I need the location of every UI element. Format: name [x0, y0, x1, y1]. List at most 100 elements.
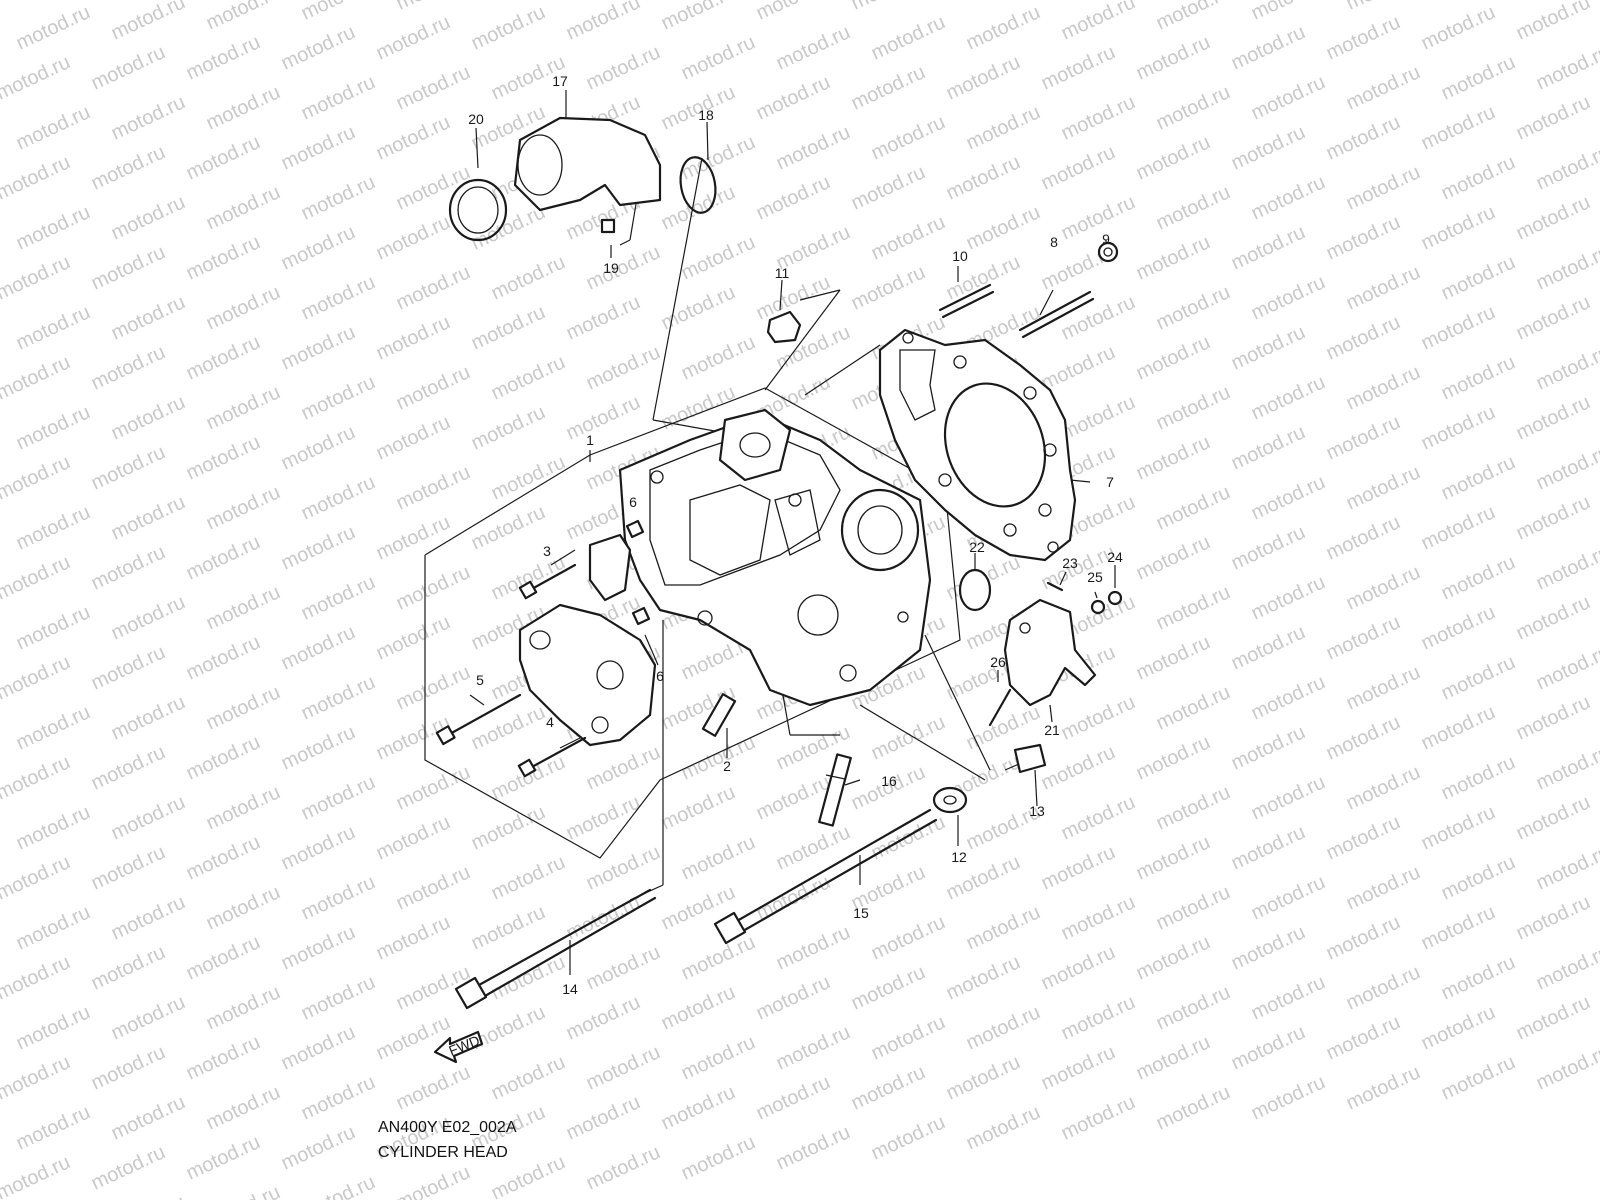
watermark-text: motod.ru [88, 841, 169, 894]
watermark-text: motod.ru [1038, 941, 1119, 994]
watermark-text: motod.ru [88, 1041, 169, 1094]
callout-12: 12 [951, 849, 967, 865]
watermark-text: motod.ru [1343, 161, 1424, 214]
callout-17: 17 [552, 73, 568, 89]
watermark-text: motod.ru [1343, 861, 1424, 914]
watermark-text: motod.ru [373, 111, 454, 164]
watermark-text: motod.ru [773, 1121, 854, 1174]
washer-parts [932, 743, 1047, 814]
watermark-text: motod.ru [1513, 891, 1594, 944]
watermark-text: motod.ru [203, 581, 284, 634]
watermark-text: motod.ru [1248, 0, 1329, 25]
watermark-text: motod.ru [108, 191, 189, 244]
watermark-text: motod.ru [183, 731, 264, 784]
watermark-text: motod.ru [1343, 561, 1424, 614]
watermark-text: motod.ru [1438, 151, 1519, 204]
watermark-text: motod.ru [1418, 901, 1499, 954]
watermark-text: motod.ru [13, 701, 94, 754]
watermark-text: motod.ru [183, 531, 264, 584]
callout-3: 3 [543, 543, 551, 559]
watermark-text: motod.ru [868, 1011, 949, 1064]
watermark-text: motod.ru [373, 811, 454, 864]
watermark-text: motod.ru [1533, 941, 1600, 994]
watermark-text: motod.ru [963, 101, 1044, 154]
watermark-text: motod.ru [88, 541, 169, 594]
watermark-text: motod.ru [298, 371, 379, 424]
watermark-text: motod.ru [183, 831, 264, 884]
watermark-text: motod.ru [1153, 0, 1234, 35]
watermark-text: motod.ru [488, 251, 569, 304]
watermark-text: motod.ru [1248, 471, 1329, 524]
watermark-text: motod.ru [1058, 0, 1139, 45]
callout-26: 26 [990, 654, 1006, 670]
watermark-text: motod.ru [1513, 491, 1594, 544]
watermark-text: motod.ru [1153, 381, 1234, 434]
watermark-text: motod.ru [203, 0, 284, 35]
watermark-text: motod.ru [1343, 361, 1424, 414]
watermark-text: motod.ru [393, 261, 474, 314]
watermark-text: motod.ru [848, 61, 929, 114]
watermark-text: motod.ru [1323, 911, 1404, 964]
watermark-text: motod.ru [373, 911, 454, 964]
watermark-text: motod.ru [203, 281, 284, 334]
watermark-text: motod.ru [1533, 141, 1600, 194]
watermark-text: motod.ru [0, 0, 74, 5]
watermark-text: motod.ru [468, 401, 549, 454]
watermark-text: motod.ru [373, 411, 454, 464]
watermark-text: motod.ru [1058, 891, 1139, 944]
watermark-text: motod.ru [108, 991, 189, 1044]
watermark-text: motod.ru [393, 461, 474, 514]
callout-14: 14 [562, 981, 578, 997]
watermark-text: motod.ru [1133, 931, 1214, 984]
watermark-text: motod.ru [298, 171, 379, 224]
watermark-text: motod.ru [583, 1041, 664, 1094]
intake-pipe-part [448, 116, 717, 242]
watermark-text: motod.ru [753, 871, 834, 924]
cylinder-head-part [618, 408, 932, 707]
watermark-text: motod.ru [583, 241, 664, 294]
watermark-text: motod.ru [1343, 0, 1424, 15]
watermark-text: motod.ru [488, 1051, 569, 1104]
watermark-text: motod.ru [278, 921, 359, 974]
callout-9: 9 [1102, 231, 1110, 247]
watermark-text: motod.ru [393, 561, 474, 614]
watermark-text: motod.ru [1133, 731, 1214, 784]
watermark-text: motod.ru [868, 11, 949, 64]
watermark-text: motod.ru [563, 291, 644, 344]
watermark-text: motod.ru [203, 481, 284, 534]
watermark-text: motod.ru [278, 521, 359, 574]
watermark-text: motod.ru [678, 831, 759, 884]
watermark-text: motod.ru [1248, 371, 1329, 424]
watermark-text: motod.ru [278, 421, 359, 474]
watermark-text: motod.ru [1153, 581, 1234, 634]
watermark-text: motod.ru [183, 331, 264, 384]
watermark-text: motod.ru [658, 181, 739, 234]
watermark-text: motod.ru [1438, 451, 1519, 504]
watermark-text: motod.ru [943, 1051, 1024, 1104]
watermark-text: motod.ru [1533, 541, 1600, 594]
watermark-text: motod.ru [1153, 881, 1234, 934]
watermark-text: motod.ru [1228, 321, 1309, 374]
watermark-text: motod.ru [373, 11, 454, 64]
watermark-text: motod.ru [298, 271, 379, 324]
watermark-text: motod.ru [1133, 531, 1214, 584]
watermark-text: motod.ru [963, 1101, 1044, 1154]
watermark-text: motod.ru [108, 891, 189, 944]
watermark-text: motod.ru [1153, 481, 1234, 534]
watermark-text: motod.ru [1228, 1021, 1309, 1074]
watermark-text: motod.ru [203, 181, 284, 234]
watermark-text: motod.ru [583, 341, 664, 394]
watermark-text: motod.ru [278, 121, 359, 174]
watermark-text: motod.ru [203, 1181, 284, 1200]
callout-labels: 1 2 3 4 5 6 6 7 8 9 10 11 12 13 14 15 16… [468, 73, 1123, 997]
watermark-text: motod.ru [183, 1031, 264, 1084]
watermark-text: motod.ru [1343, 1061, 1424, 1114]
watermark-text: motod.ru [183, 131, 264, 184]
watermark-text: motod.ru [1228, 521, 1309, 574]
watermark-text: motod.ru [298, 1071, 379, 1124]
watermark-text: motod.ru [1343, 661, 1424, 714]
watermark-text: motod.ru [1438, 751, 1519, 804]
head-gasket-part [878, 328, 1077, 562]
watermark-text: motod.ru [0, 151, 74, 204]
watermark-text: motod.ru [183, 1131, 264, 1184]
